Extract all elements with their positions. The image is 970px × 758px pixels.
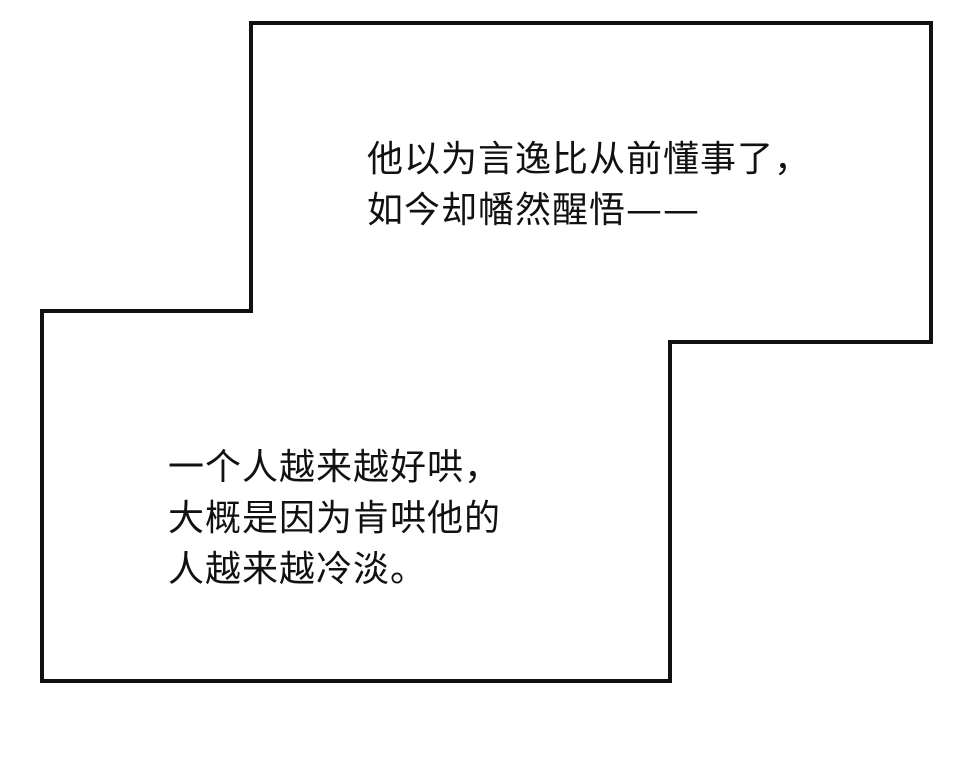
caption-box-border bbox=[40, 21, 933, 683]
caption-line: 如今却幡然醒悟—— bbox=[367, 190, 701, 231]
caption-line: 一个人越来越好哄， bbox=[168, 447, 502, 488]
caption-line: 大概是因为肯哄他的 bbox=[168, 498, 502, 539]
caption-bottom: 一个人越来越好哄， 大概是因为肯哄他的 人越来越冷淡。 bbox=[168, 442, 501, 595]
caption-line: 人越来越冷淡。 bbox=[168, 549, 428, 590]
caption-top: 他以为言逸比从前懂事了， 如今却幡然醒悟—— bbox=[367, 134, 811, 236]
caption-line: 他以为言逸比从前懂事了， bbox=[367, 139, 812, 180]
